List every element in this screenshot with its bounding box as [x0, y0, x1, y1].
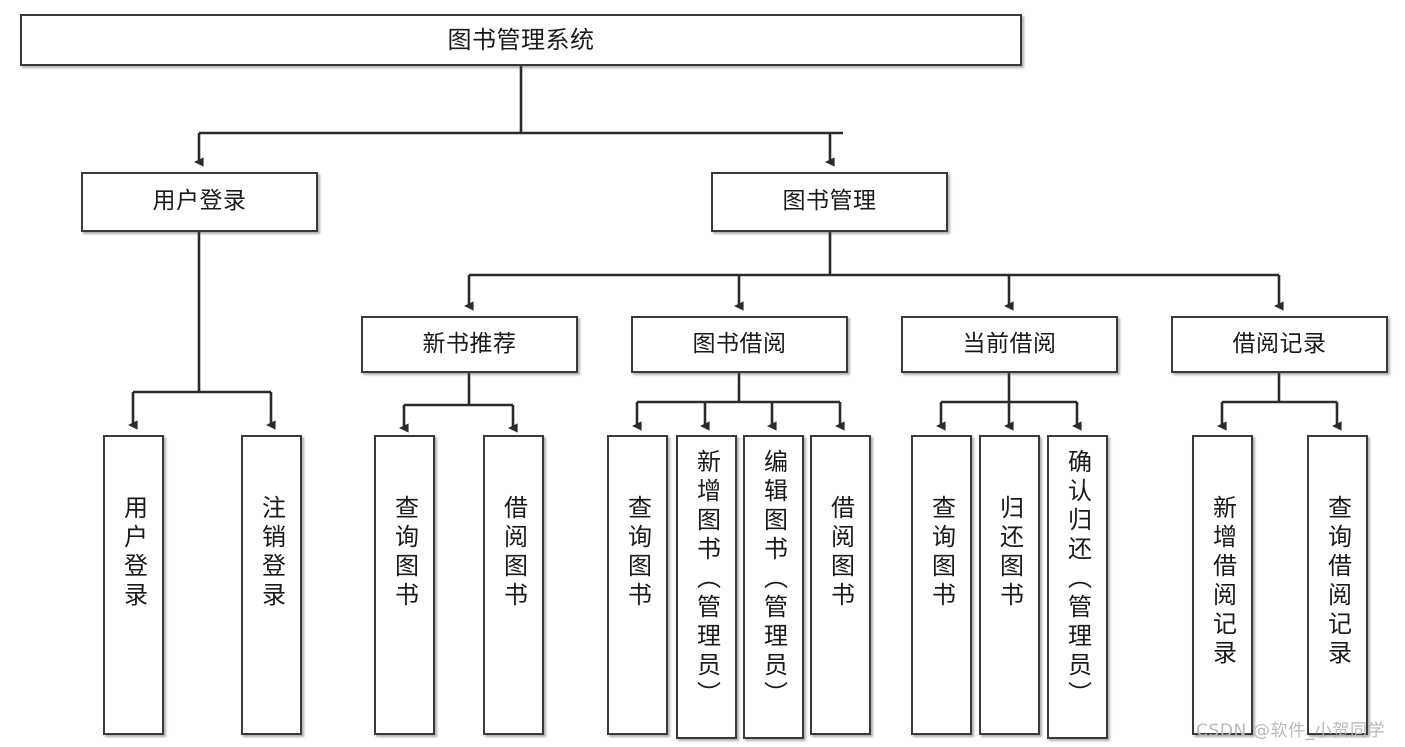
leaf-return-book[interactable]: 归还图书: [979, 435, 1040, 735]
node-user-login[interactable]: 用户登录: [81, 172, 318, 232]
leaf-query-borrow-record[interactable]: 查询借阅记录: [1307, 435, 1368, 735]
node-label: 查询图书: [927, 495, 956, 611]
node-current-borrow[interactable]: 当前借阅: [901, 316, 1118, 373]
node-label: 新增图书（管理员）: [692, 449, 721, 710]
node-new-book-rec[interactable]: 新书推荐: [361, 316, 578, 373]
node-label: 图书借阅: [692, 330, 787, 357]
node-label: 用户登录: [119, 495, 148, 611]
leaf-add-borrow-record[interactable]: 新增借阅记录: [1192, 435, 1253, 735]
node-label: 当前借阅: [962, 330, 1057, 357]
node-label: 借阅记录: [1232, 330, 1327, 357]
leaf-confirm-return-admin[interactable]: 确认归还（管理员）: [1047, 435, 1108, 739]
node-borrow-record[interactable]: 借阅记录: [1171, 316, 1388, 373]
node-label: 注销登录: [257, 495, 286, 611]
node-label: 查询图书: [390, 495, 419, 611]
node-book-manage[interactable]: 图书管理: [711, 172, 948, 232]
leaf-query-book-borrow[interactable]: 查询图书: [607, 435, 668, 735]
node-root-system[interactable]: 图书管理系统: [20, 14, 1022, 66]
node-label: 借阅图书: [826, 495, 855, 611]
node-label: 图书管理系统: [447, 25, 595, 54]
node-label: 确认归还（管理员）: [1063, 449, 1092, 710]
node-label: 用户登录: [152, 188, 247, 215]
leaf-logout-login[interactable]: 注销登录: [241, 435, 302, 735]
leaf-borrow-book-borrow[interactable]: 借阅图书: [810, 435, 871, 735]
leaf-query-book-rec[interactable]: 查询图书: [374, 435, 435, 735]
node-label: 借阅图书: [499, 495, 528, 611]
leaf-query-book-current[interactable]: 查询图书: [911, 435, 972, 735]
node-label: 新增借阅记录: [1208, 495, 1237, 669]
node-label: 查询图书: [623, 495, 652, 611]
leaf-edit-book-admin[interactable]: 编辑图书（管理员）: [743, 435, 804, 739]
node-label: 归还图书: [995, 495, 1024, 611]
node-label: 编辑图书（管理员）: [759, 449, 788, 710]
node-label: 查询借阅记录: [1323, 495, 1352, 669]
csdn-watermark: CSDN @软件_小贺同学: [1196, 721, 1386, 741]
node-book-borrow[interactable]: 图书借阅: [631, 316, 848, 373]
node-label: 图书管理: [782, 188, 877, 215]
node-label: 新书推荐: [422, 330, 517, 357]
leaf-borrow-book-rec[interactable]: 借阅图书: [483, 435, 544, 735]
leaf-user-login[interactable]: 用户登录: [103, 435, 164, 735]
leaf-add-book-admin[interactable]: 新增图书（管理员）: [676, 435, 737, 739]
